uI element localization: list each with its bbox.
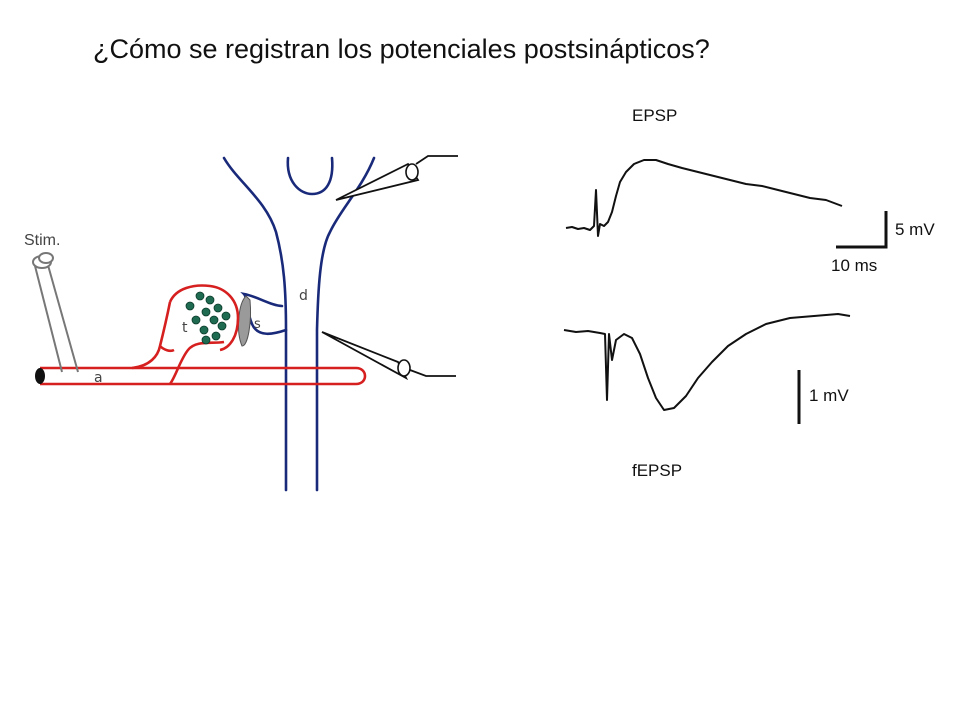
- terminal-label: t: [182, 320, 188, 336]
- epsp-time-scale-label: 10 ms: [831, 256, 878, 275]
- epsp-voltage-scale-label: 5 mV: [895, 220, 935, 239]
- epsp-trace: [565, 159, 843, 237]
- fepsp-voltage-scale-label: 1 mV: [809, 386, 849, 405]
- stimulating-electrode: [32, 252, 79, 373]
- axon: [40, 284, 367, 386]
- slide-title: ¿Cómo se registran los potenciales posts…: [93, 34, 710, 64]
- dendrite-label: d: [299, 288, 308, 304]
- axon-cut-end: [35, 368, 45, 384]
- upper-recording-electrode: [335, 155, 458, 201]
- spine-label: s: [254, 317, 261, 332]
- lower-recording-electrode: [321, 331, 456, 381]
- postsynaptic-density: [238, 295, 251, 347]
- epsp-label: EPSP: [632, 106, 678, 125]
- fepsp-label: fEPSP: [632, 461, 683, 480]
- epsp-scale-bar: [836, 211, 888, 249]
- fepsp-trace: [563, 313, 851, 411]
- stim-label: Stim.: [24, 232, 60, 249]
- axon-label: a: [94, 370, 103, 386]
- dendrite: [222, 156, 376, 492]
- synaptic-vesicles: [185, 291, 231, 345]
